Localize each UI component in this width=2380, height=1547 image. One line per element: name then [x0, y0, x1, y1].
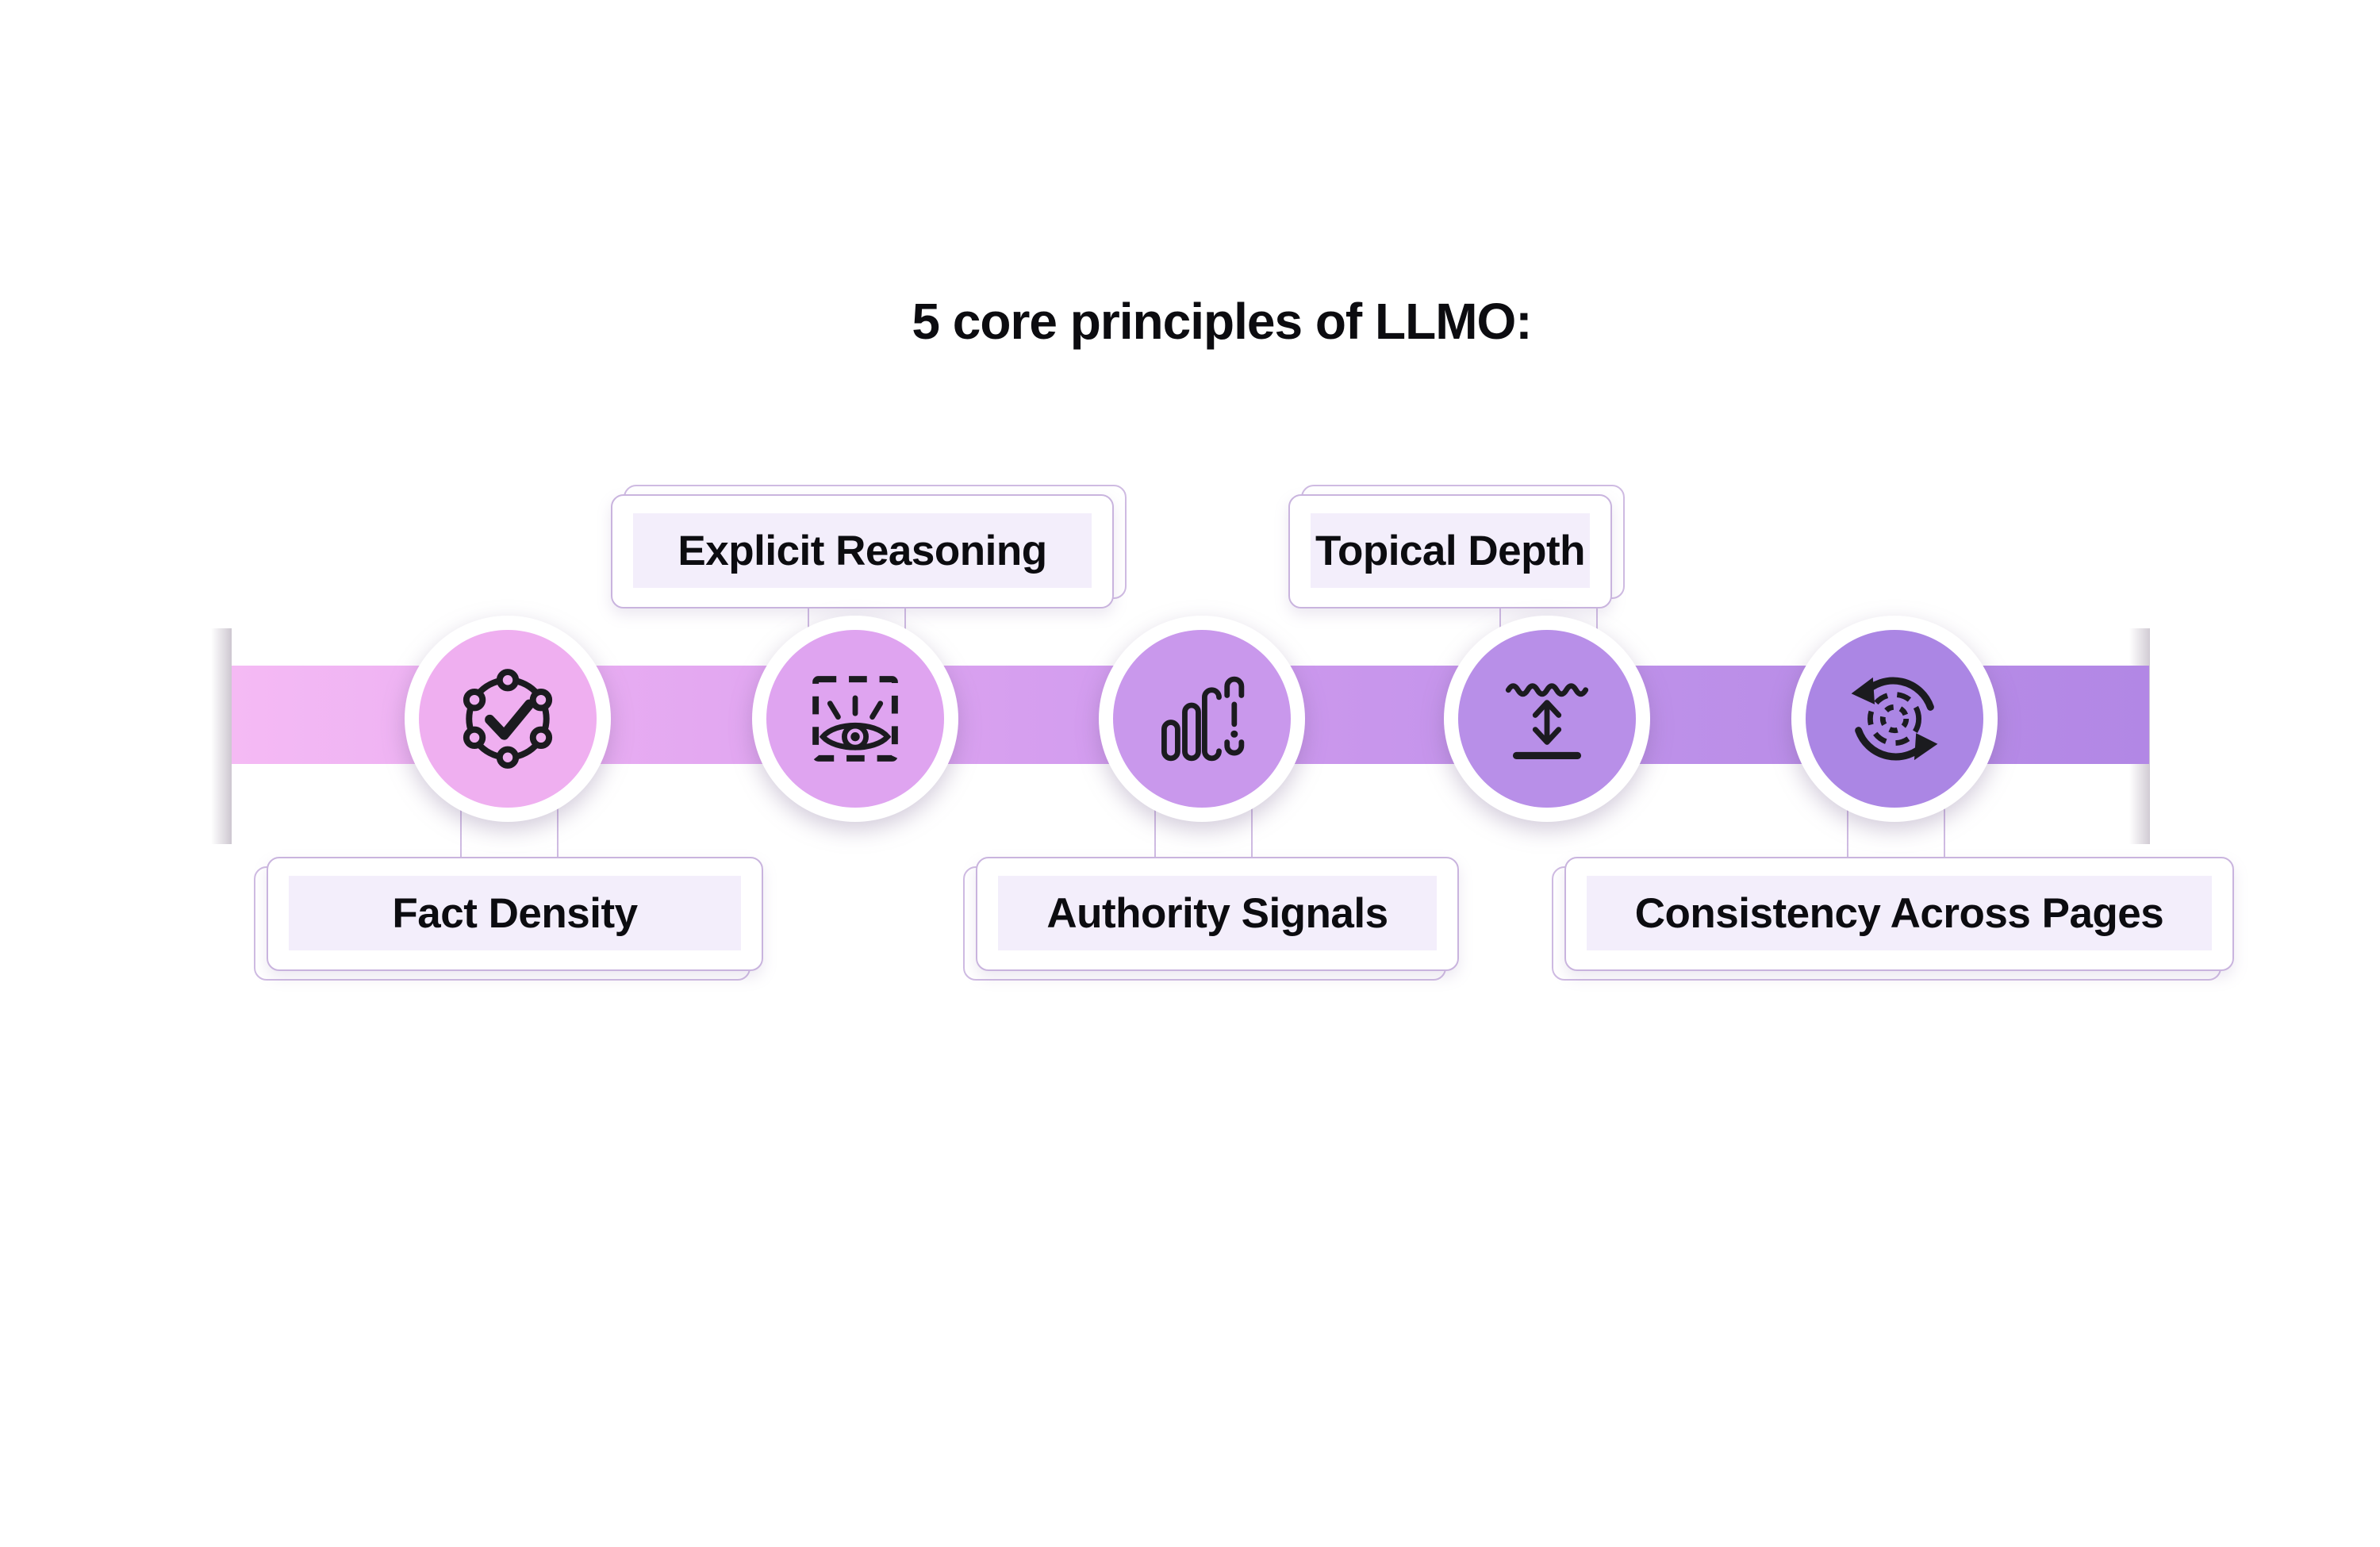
bar-left-edge-shadow [211, 628, 232, 844]
sync-cycle-icon [1851, 677, 1938, 761]
signal-bars-alert-icon [1161, 676, 1245, 762]
label-highlight: Consistency Across Pages [1587, 876, 2212, 950]
principle-label: Topical Depth [1315, 527, 1585, 574]
label-highlight: Authority Signals [998, 876, 1437, 950]
depth-gauge-icon [1505, 683, 1589, 759]
hexagon-network-check-icon [463, 669, 553, 769]
principle-label: Explicit Reasoning [678, 527, 1047, 574]
label-card-topical-depth: Topical Depth [1288, 494, 1612, 608]
milestone-circle-fill [1806, 630, 1983, 808]
label-card-fact-density: Fact Density [267, 857, 763, 971]
principle-label: Consistency Across Pages [1634, 889, 2164, 937]
page-title: 5 core principles of LLMO: [912, 293, 1532, 350]
label-highlight: Explicit Reasoning [633, 513, 1092, 588]
milestone-circle-consistency [1791, 616, 1998, 822]
milestone-circle-fact-density [405, 616, 611, 822]
principle-label: Fact Density [392, 889, 638, 937]
label-card-authority-signals: Authority Signals [976, 857, 1459, 971]
milestone-circle-fill [1113, 630, 1291, 808]
principle-label: Authority Signals [1046, 889, 1388, 937]
milestone-circle-authority-signals [1099, 616, 1305, 822]
milestone-circle-fill [419, 630, 597, 808]
milestone-circle-topical-depth [1444, 616, 1650, 822]
milestone-circle-explicit-reasoning [752, 616, 958, 822]
label-card-explicit-reasoning: Explicit Reasoning [611, 494, 1114, 608]
label-highlight: Fact Density [289, 876, 741, 950]
milestone-circle-fill [1458, 630, 1636, 808]
milestone-circle-fill [766, 630, 944, 808]
label-highlight: Topical Depth [1311, 513, 1590, 588]
label-card-consistency-across-pages: Consistency Across Pages [1564, 857, 2234, 971]
eye-focus-icon [812, 676, 898, 762]
